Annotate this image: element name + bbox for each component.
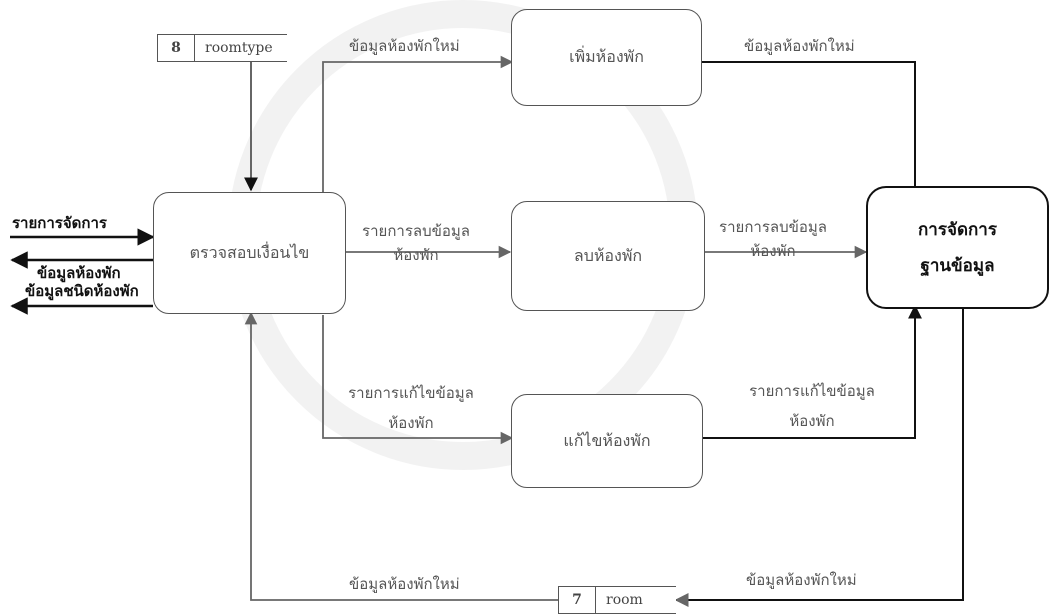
label-edit-db-line2: ห้องพัก [789, 412, 835, 430]
label-delete-list: รายการลบข้อมูล ห้องพัก [355, 222, 477, 264]
label-edit-list-line1: รายการแก้ไขข้อมูล [348, 384, 474, 402]
flow-room-to-check-line [244, 311, 558, 601]
label-delete-list-line2: ห้องพัก [393, 246, 439, 264]
label-edit-db: รายการแก้ไขข้อมูล ห้องพัก [737, 382, 887, 430]
process-check-conditions: ตรวจสอบเงื่อนไข [153, 192, 346, 314]
label-room-info: ข้อมูลห้องพัก [37, 264, 121, 282]
process-add-label: เพิ่มห้องพัก [569, 47, 644, 66]
external-entity-database-management: การจัดการ ฐานข้อมูล [866, 186, 1049, 309]
label-delete-list-line1: รายการลบข้อมูล [362, 222, 470, 240]
flow-edit-to-entity-line [703, 304, 922, 439]
label-room-to-check: ข้อมูลห้องพักใหม่ [349, 575, 460, 593]
flow-add-to-entity-line [701, 61, 922, 214]
datastore-roomtype-id: 8 [158, 35, 195, 61]
process-delete-label: ลบห้องพัก [573, 245, 643, 265]
flow-check-to-add-line [322, 55, 514, 192]
label-edit-list-line2: ห้องพัก [388, 414, 434, 432]
process-edit-room: แก้ไขห้องพัก [511, 394, 703, 488]
label-edit-db-line1: รายการแก้ไขข้อมูล [749, 382, 875, 400]
label-new-room-to-add: ข้อมูลห้องพักใหม่ [349, 37, 460, 55]
process-edit-label: แก้ไขห้องพัก [563, 430, 651, 450]
entity-label-line2: ฐานข้อมูล [920, 255, 995, 276]
label-delete-db: รายการลบข้อมูล ห้องพัก [712, 218, 834, 260]
label-add-to-db: ข้อมูลห้องพักใหม่ [744, 37, 855, 55]
process-add-room: เพิ่มห้องพัก [511, 9, 702, 106]
label-manage-list: รายการจัดการ [12, 214, 107, 232]
datastore-room-name: room [606, 592, 643, 608]
datastore-roomtype: 8 roomtype [157, 34, 287, 62]
label-delete-db-line1: รายการลบข้อมูล [719, 218, 827, 236]
datastore-roomtype-name: roomtype [205, 40, 273, 56]
label-db-to-room: ข้อมูลห้องพักใหม่ [746, 571, 857, 589]
label-delete-db-line2: ห้องพัก [750, 242, 796, 260]
flow-entity-to-room-line [674, 308, 964, 607]
label-room-type-info: ข้อมูลชนิดห้องพัก [25, 282, 139, 300]
datastore-room: 7 room [558, 586, 676, 614]
process-delete-room: ลบห้องพัก [511, 201, 705, 311]
entity-label-line1: การจัดการ [918, 219, 997, 240]
label-edit-list: รายการแก้ไขข้อมูล ห้องพัก [337, 384, 485, 432]
datastore-room-id: 7 [559, 587, 596, 613]
process-check-label: ตรวจสอบเงื่อนไข [189, 242, 310, 262]
flow-check-to-edit-line [322, 315, 514, 445]
